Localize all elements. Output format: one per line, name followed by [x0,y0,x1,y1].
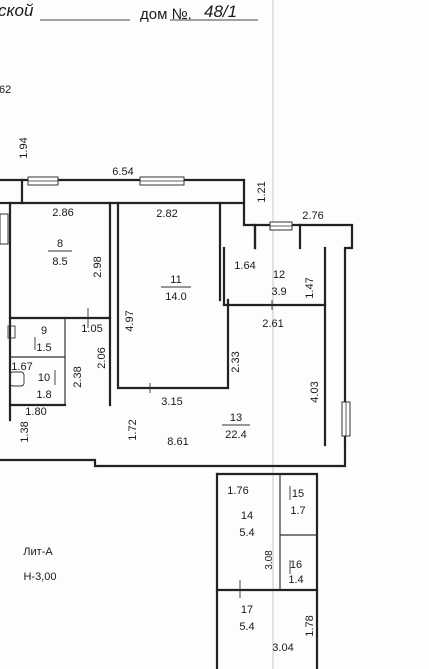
dimension-label: 3.15 [161,396,182,408]
toilet-fixture-icon [7,325,16,339]
room-15-number: 15 [292,488,304,500]
room-11-area: 14.0 [165,291,186,303]
room-11-walls [116,201,230,390]
dimension-labels: 62 1.94 6.54 1.21 2.86 2.82 2.76 2.98 4.… [0,84,324,654]
dimension-label: 1.21 [256,181,268,202]
room-9-area: 1.5 [36,342,51,354]
plan-notes: Лит-А Н-3,00 [23,546,56,583]
dimension-label: 1.47 [304,277,316,298]
room-17-area: 5.4 [239,621,254,633]
room-17-number: 17 [241,604,253,616]
room-8-number: 8 [57,238,63,250]
door-marks [7,300,291,598]
room-13-number: 13 [230,412,242,424]
dimension-label: 1.64 [234,260,255,272]
dimension-label: 2.98 [92,256,104,277]
room-10-number: 10 [38,372,50,384]
dimension-label: 2.61 [262,318,283,330]
right-exterior-wall [298,223,354,447]
dimension-label: 1.05 [81,323,102,335]
dimension-label: 2.33 [230,351,242,372]
dimension-label: 8.61 [167,436,188,448]
dimension-label: 4.97 [124,310,136,331]
room-8-area: 8.5 [52,256,67,268]
walls [0,178,354,669]
dimension-label: 6.54 [112,166,133,178]
house-number: 48/1 [204,2,237,21]
dimension-label: 62 [0,84,11,96]
room-9-number: 9 [41,325,47,337]
dimension-label: 1.80 [25,406,46,418]
dimension-label: 2.38 [72,366,84,387]
room-14-number: 14 [241,510,253,522]
room-16-area: 1.4 [288,574,303,586]
dimension-label: 1.72 [127,419,139,440]
bottom-exterior-wall [0,443,347,468]
dimension-label: 1.67 [11,361,32,373]
house-label: дом №. [140,6,192,23]
dimension-label: 1.78 [304,615,316,636]
dimension-label: 2.76 [302,210,323,222]
sink-fixture-icon [9,371,25,387]
windows [0,176,351,437]
dimension-label: 3.08 [264,550,275,570]
room-10-area: 1.8 [36,389,51,401]
dimension-label: 1.94 [18,137,30,158]
room-11-number: 11 [170,274,181,286]
lit-label: Лит-А [23,546,53,558]
dimension-label: 4.03 [309,381,321,402]
dimension-label: 2.06 [96,347,108,368]
dimension-label: 1.76 [227,485,248,497]
dimension-label: 2.82 [156,208,177,220]
lower-top-right-wall [215,472,319,669]
header: ской дом №. 48/1 [0,1,258,23]
dimension-label: 1.38 [19,421,31,442]
room-12-area: 3.9 [271,286,286,298]
room-16-number: 16 [290,559,302,571]
room-12-number: 12 [273,269,285,281]
dimension-label: 3.04 [272,642,293,654]
dimension-label: 2.86 [52,207,73,219]
street-name-fragment: ской [0,1,34,20]
ceiling-height-label: Н-3,00 [23,571,56,583]
window-room-8-side [0,213,9,245]
top-right-step-wall [242,178,257,250]
room-15-area: 1.7 [290,505,305,517]
room-13-area: 22.4 [225,429,246,441]
room-labels: 8 8.5 9 1.5 10 1.8 11 14.0 12 3.9 13 22.… [36,238,305,633]
room-14-area: 5.4 [239,527,254,539]
